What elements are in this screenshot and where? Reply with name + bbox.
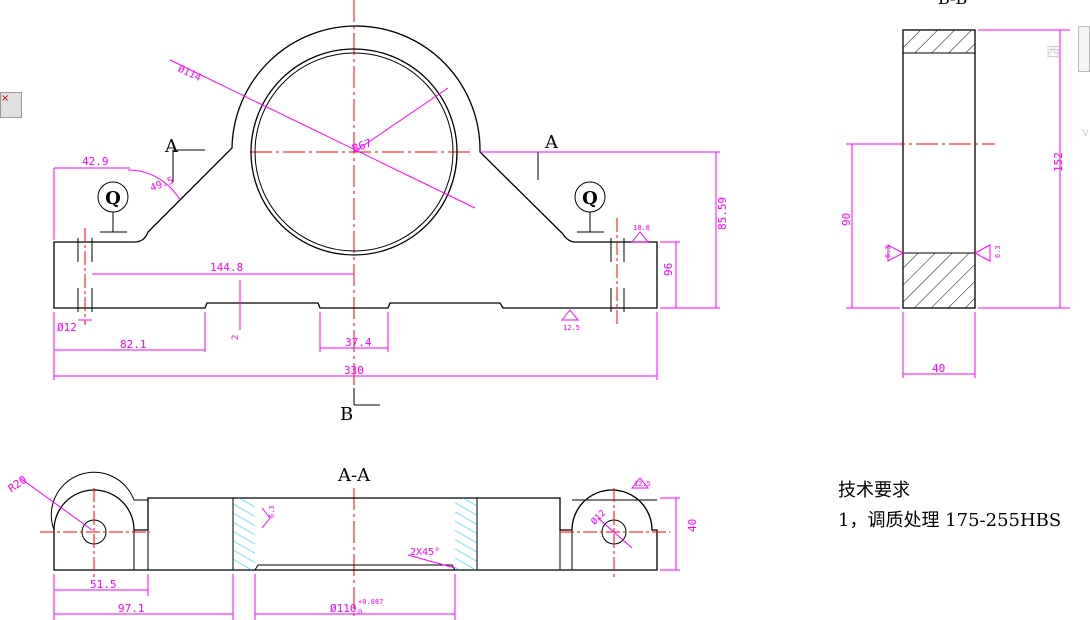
- bore-circle-inner: [254, 52, 454, 252]
- svg-text:85.59: 85.59: [716, 197, 729, 230]
- svg-text:144.8: 144.8: [210, 261, 243, 274]
- svg-text:0: 0: [358, 608, 362, 616]
- svg-text:90: 90: [840, 213, 853, 226]
- svg-text:2X45°: 2X45°: [410, 547, 440, 558]
- faint-edge-char: 西: [1046, 45, 1060, 61]
- front-view: Q Q A A B: [53, 0, 729, 425]
- bore-circle-outer: [250, 48, 458, 256]
- svg-text:42.9: 42.9: [82, 155, 109, 168]
- section-label-b: B: [340, 404, 353, 425]
- svg-text:12.5: 12.5: [563, 324, 580, 332]
- svg-text:Ø12: Ø12: [57, 321, 77, 334]
- tech-requirements-title: 技术要求: [838, 480, 910, 501]
- svg-text:12.5: 12.5: [634, 480, 651, 488]
- svg-text:82.1: 82.1: [120, 338, 147, 351]
- svg-text:49.5: 49.5: [149, 175, 175, 194]
- svg-text:152: 152: [1052, 152, 1065, 172]
- svg-text:Ø114: Ø114: [176, 63, 203, 84]
- svg-text:6.3: 6.3: [884, 245, 892, 258]
- svg-text:37.4: 37.4: [345, 336, 372, 349]
- svg-text:R67: R67: [350, 136, 373, 155]
- svg-text:6.3: 6.3: [994, 245, 1002, 258]
- faint-edge-v: V: [1082, 128, 1089, 139]
- q-symbol-right: Q: [574, 181, 606, 233]
- svg-text:6.3: 6.3: [268, 505, 276, 518]
- right-bolt-hole: [610, 238, 625, 312]
- svg-text:330: 330: [344, 364, 364, 377]
- svg-text:97.1: 97.1: [118, 602, 145, 615]
- front-dimension-texts: Ø114 R67 42.9 49.5 144.8 Ø12 82.1 2 37.4…: [57, 63, 729, 377]
- svg-text:40: 40: [686, 519, 699, 532]
- svg-text:R20: R20: [6, 473, 30, 495]
- q-symbol-left: Q: [97, 181, 129, 233]
- svg-text:Ø110: Ø110: [330, 602, 357, 615]
- close-tab-icon[interactable]: ×: [0, 92, 22, 118]
- tech-requirements-item-1: 1，调质处理 175-255HBS: [838, 510, 1062, 531]
- section-bb-title: B-B: [938, 0, 967, 8]
- section-marker-a-right: [510, 151, 539, 180]
- svg-text:+0.087: +0.087: [358, 598, 383, 606]
- svg-text:18.8: 18.8: [633, 224, 650, 232]
- svg-text:40: 40: [932, 362, 945, 375]
- section-aa-view: A-A: [6, 465, 699, 620]
- front-dimension-lines: [53, 59, 720, 380]
- right-edge-panel[interactable]: [1078, 26, 1090, 72]
- section-marker-a-left: [172, 149, 205, 182]
- svg-text:Q: Q: [105, 188, 121, 209]
- svg-text:2: 2: [231, 335, 241, 340]
- svg-text:96: 96: [662, 263, 675, 276]
- section-aa-title: A-A: [337, 465, 371, 486]
- section-bb-view: B-B 152 90 40 6.3 6.3: [840, 0, 1070, 378]
- section-label-a-left: A: [164, 136, 179, 157]
- left-bolt-hole: [77, 238, 93, 312]
- section-label-a-right: A: [544, 132, 559, 153]
- section-marker-b: [353, 388, 380, 406]
- svg-text:51.5: 51.5: [90, 578, 117, 591]
- svg-text:Q: Q: [582, 188, 598, 209]
- bearing-body-outline: [53, 25, 658, 309]
